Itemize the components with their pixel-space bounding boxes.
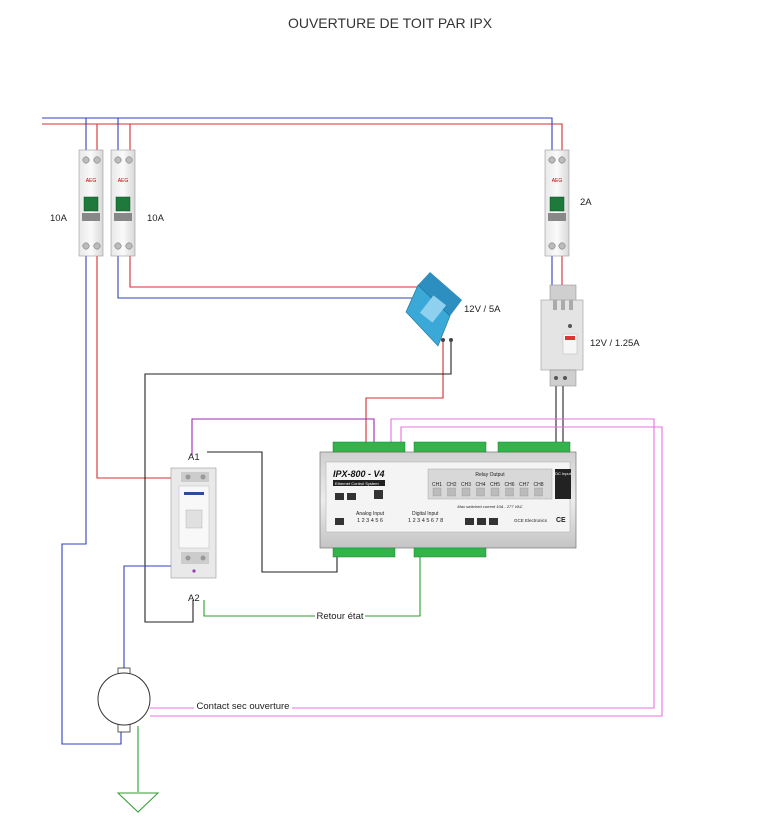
breaker-2a: AEG	[544, 149, 570, 257]
ipx-dc-input: DC Input	[555, 471, 572, 476]
ipx-channel-2: CH2	[446, 482, 456, 488]
ipx-relay-socket	[447, 487, 456, 497]
ipx-channel-3: CH3	[461, 482, 471, 488]
ipx-top-terminals	[332, 441, 571, 453]
ipx-relay-socket	[476, 487, 485, 497]
dry-contact-label: Contact sec ouverture	[197, 701, 290, 712]
ipx-relay-rating: Max switched current 10A - 277 VAC	[457, 504, 522, 509]
ipx-channel-6: CH6	[504, 482, 514, 488]
psu-small-rating: 12V / 1.25A	[590, 338, 640, 349]
ipx-channel-4: CH4	[475, 482, 485, 488]
ipx-bottom-terminals	[332, 547, 487, 558]
ipx-channel-7: CH7	[519, 482, 529, 488]
diagram-title: OUVERTURE DE TOIT PAR IPX	[288, 15, 493, 31]
breaker-3-rating: 2A	[580, 197, 592, 208]
feedback-label-bg	[315, 610, 365, 621]
ipx-channel-5: CH5	[490, 482, 500, 488]
relay-a2-label: A2	[188, 593, 200, 604]
ipx800-controller: IPX-800 - V4 Ethernet Control System Rel…	[319, 441, 577, 558]
psu-large-rating: 12V / 5A	[464, 304, 501, 315]
ipx-digital-input: Digital Input	[412, 511, 439, 517]
wires	[42, 117, 663, 792]
breaker-10a-2: AEG	[110, 149, 136, 257]
ipx-channel-8: CH8	[533, 482, 543, 488]
breaker-brand: AEG	[552, 178, 563, 184]
ipx-digital-numbers: 1 2 3 4 5 6 7 8	[408, 518, 443, 524]
ipx-relay-socket	[519, 487, 529, 497]
ipx-channel-1: CH1	[432, 482, 442, 488]
psu-12v-5a	[405, 272, 462, 347]
ipx-subtitle: Ethernet Control System	[335, 481, 379, 486]
ipx-relay-socket	[461, 487, 471, 497]
relay-module	[170, 467, 217, 579]
breaker-2-rating: 10A	[147, 213, 165, 224]
ipx-relay-socket	[490, 487, 500, 497]
relay-a1-label: A1	[188, 452, 200, 463]
ipx-relay-socket	[534, 487, 543, 497]
ipx-relay-socket	[432, 487, 442, 497]
motor	[97, 667, 151, 733]
ground-icon	[116, 792, 160, 813]
psu-12v-1-25a	[540, 284, 584, 387]
breaker-10a-1: AEG	[78, 149, 104, 257]
breaker-brand: AEG	[118, 178, 129, 184]
ipx-ce-mark: CE	[556, 517, 566, 524]
ipx-relay-output: Relay Output	[475, 472, 505, 478]
ipx-name: IPX-800 - V4	[333, 469, 385, 479]
breaker-brand: AEG	[86, 178, 97, 184]
ipx-relay-socket	[505, 487, 514, 497]
ipx-analog-numbers: 1 2 3 4 5 6	[357, 518, 383, 524]
dry-contact-label-bg	[194, 700, 292, 711]
ipx-channel-labels: CH1 CH2 CH3 CH4 CH5 CH6 CH7 CH8	[432, 482, 544, 497]
feedback-label: Retour état	[317, 611, 364, 622]
ipx-analog-input: Analog Input	[356, 511, 385, 517]
ipx-brand: GCE Electronics	[514, 518, 548, 523]
breaker-1-rating: 10A	[50, 213, 68, 224]
